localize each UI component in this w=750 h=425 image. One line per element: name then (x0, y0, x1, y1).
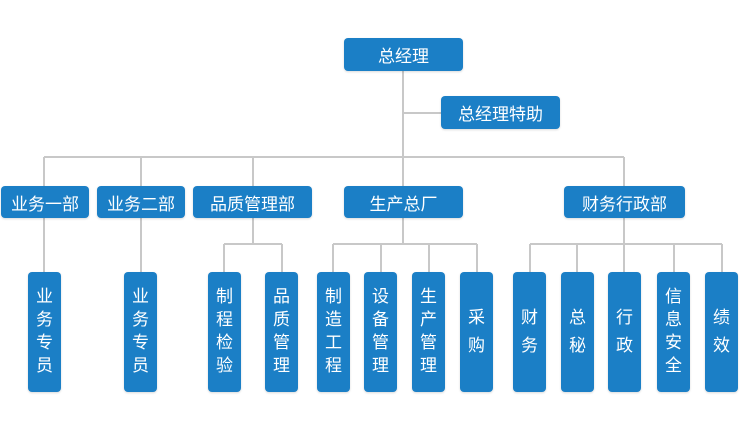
node-gm-assistant: 总经理特助 (441, 96, 560, 129)
node-equipment-management: 设备管理 (364, 272, 397, 392)
node-biz2-specialist: 业务专员 (124, 272, 157, 392)
node-secretary: 总 秘 (561, 272, 594, 392)
node-manufacturing-engineering: 制造工程 (317, 272, 350, 392)
node-finance: 财 务 (513, 272, 546, 392)
node-production-management: 生产管理 (412, 272, 445, 392)
node-biz1-specialist: 业务专员 (28, 272, 61, 392)
node-administration: 行 政 (608, 272, 641, 392)
node-finance-admin-dept: 财务行政部 (564, 186, 685, 218)
node-general-manager: 总经理 (344, 38, 463, 71)
node-quality-dept: 品质管理部 (193, 186, 312, 218)
node-purchasing: 采 购 (460, 272, 493, 392)
node-biz-dept-2: 业务二部 (97, 186, 185, 218)
node-biz-dept-1: 业务一部 (1, 186, 89, 218)
node-information-security: 信息安全 (657, 272, 690, 392)
node-performance: 绩 效 (705, 272, 738, 392)
node-quality-management: 品质管理 (265, 272, 298, 392)
node-process-inspection: 制程检验 (208, 272, 241, 392)
node-factory: 生产总厂 (344, 186, 463, 218)
